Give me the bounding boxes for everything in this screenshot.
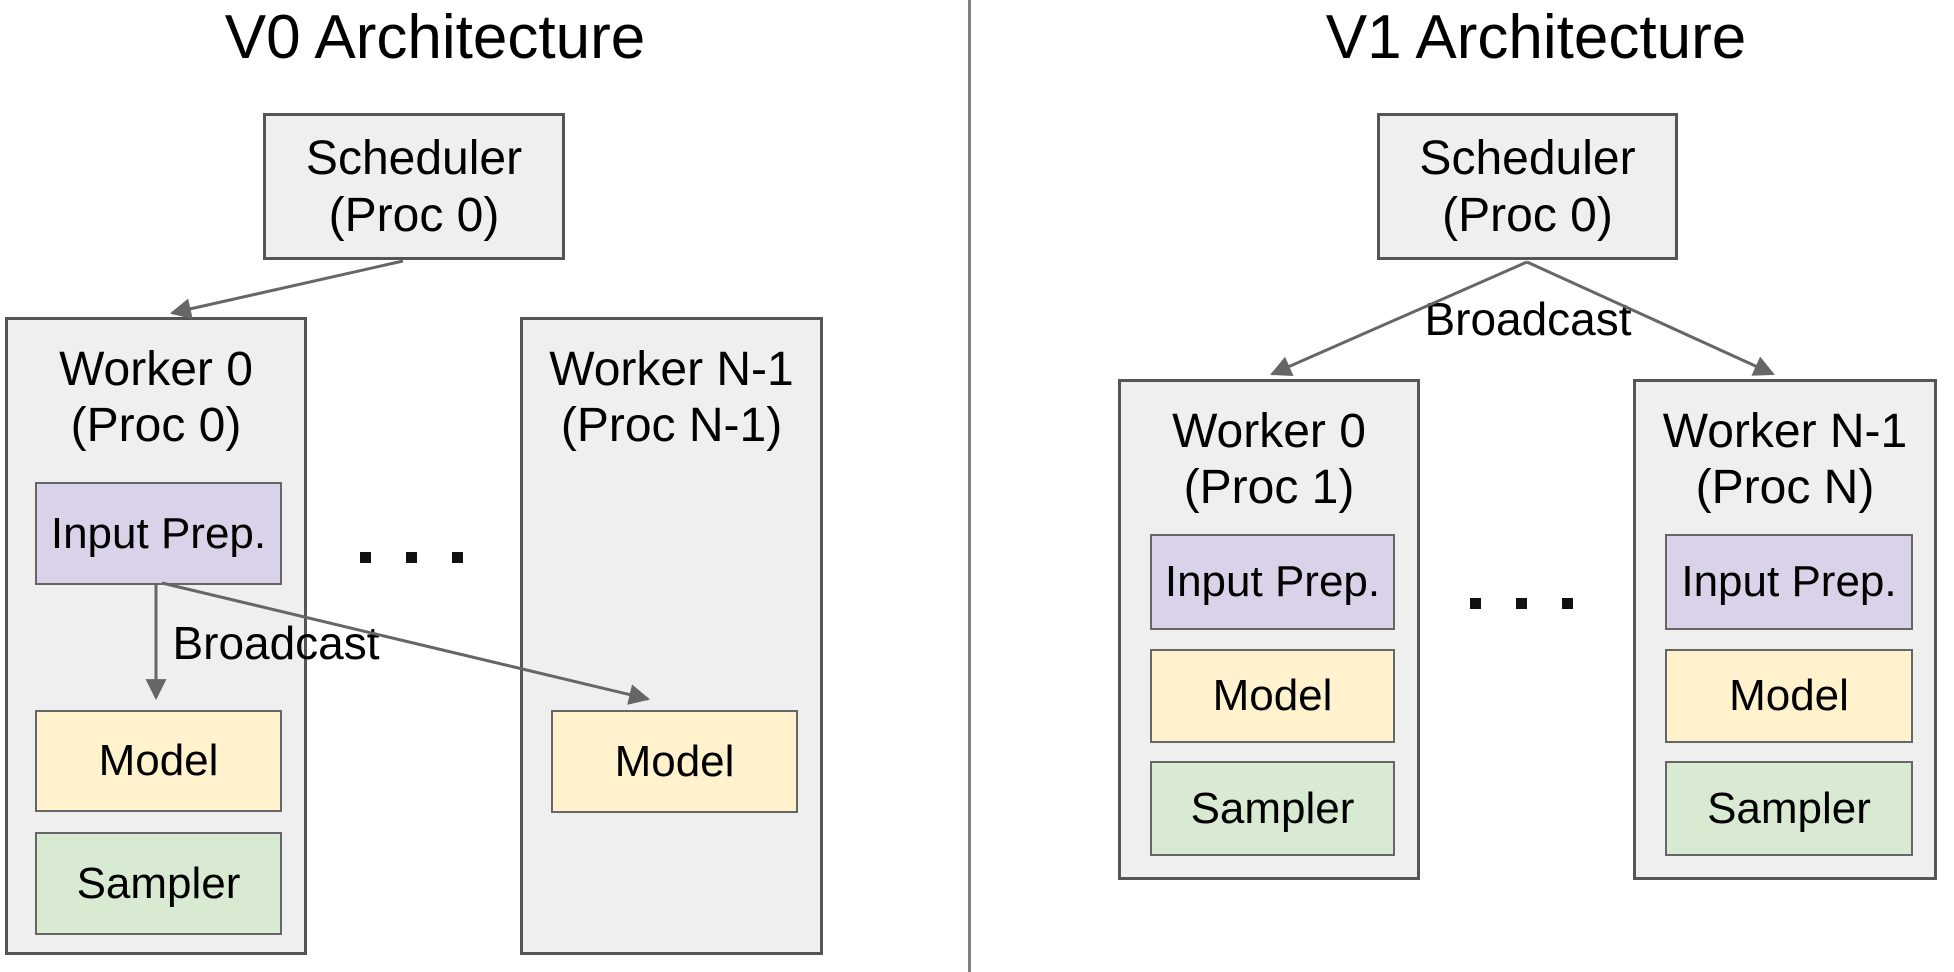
v0-broadcast-label: Broadcast: [172, 617, 380, 669]
v1-worker0-label-line2: (Proc 1): [1183, 461, 1355, 514]
v0-scheduler-label-line1: Scheduler: [305, 131, 523, 185]
v1-worker0-input-prep-box: Input Prep.: [1150, 534, 1395, 630]
v0-worker0-model-box: Model: [35, 710, 282, 812]
v0-workerN-model-box: Model: [551, 710, 798, 813]
v0-ellipsis-dots: [360, 552, 463, 563]
v1-workerN-input-prep-box: Input Prep.: [1665, 534, 1913, 630]
v1-scheduler-box: Scheduler (Proc 0): [1377, 113, 1678, 260]
v0-worker0-input-prep-box: Input Prep.: [35, 482, 282, 585]
v1-worker0-box: Worker 0 (Proc 1) Input Prep. Model Samp…: [1118, 379, 1420, 880]
v0-workerN-label: Worker N-1 (Proc N-1): [523, 320, 820, 454]
v1-ellipsis-dots: [1470, 598, 1573, 609]
v0-scheduler-to-worker0-arrow: [169, 259, 404, 320]
v0-worker0-label: Worker 0 (Proc 0): [8, 320, 304, 454]
dot-icon: [1470, 598, 1481, 609]
v1-worker0-sampler-box: Sampler: [1150, 761, 1395, 856]
v1-worker0-label-line1: Worker 0: [1172, 405, 1366, 458]
v0-scheduler-box: Scheduler (Proc 0): [263, 113, 565, 260]
v0-workerN-label-line2: (Proc N-1): [560, 399, 783, 452]
v0-scheduler-label-line2: (Proc 0): [328, 188, 500, 242]
v1-worker0-label: Worker 0 (Proc 1): [1121, 382, 1417, 516]
panel-divider-line: [968, 0, 971, 972]
v1-workerN-model-box: Model: [1665, 649, 1913, 743]
v1-worker0-model-box: Model: [1150, 649, 1395, 743]
v0-workerN-label-line1: Worker N-1: [549, 343, 794, 396]
v1-workerN-label-line2: (Proc N): [1695, 461, 1875, 514]
dot-icon: [452, 552, 463, 563]
v1-title: V1 Architecture: [1325, 3, 1747, 72]
v0-worker0-label-line2: (Proc 0): [70, 399, 242, 452]
dot-icon: [1516, 598, 1527, 609]
v0-worker0-label-line1: Worker 0: [59, 343, 253, 396]
dot-icon: [406, 552, 417, 563]
v1-scheduler-label-line2: (Proc 0): [1442, 188, 1613, 242]
v0-workerN-box: Worker N-1 (Proc N-1) Model: [520, 317, 823, 955]
v1-workerN-label-line1: Worker N-1: [1662, 405, 1908, 458]
dot-icon: [1562, 598, 1573, 609]
dot-icon: [360, 552, 371, 563]
v1-broadcast-label: Broadcast: [1424, 293, 1632, 345]
v1-workerN-label: Worker N-1 (Proc N): [1636, 382, 1934, 516]
v0-title: V0 Architecture: [224, 3, 646, 72]
v0-worker0-sampler-box: Sampler: [35, 832, 282, 935]
v1-scheduler-label-line1: Scheduler: [1419, 131, 1636, 185]
v1-workerN-box: Worker N-1 (Proc N) Input Prep. Model Sa…: [1633, 379, 1937, 880]
v1-workerN-sampler-box: Sampler: [1665, 761, 1913, 856]
